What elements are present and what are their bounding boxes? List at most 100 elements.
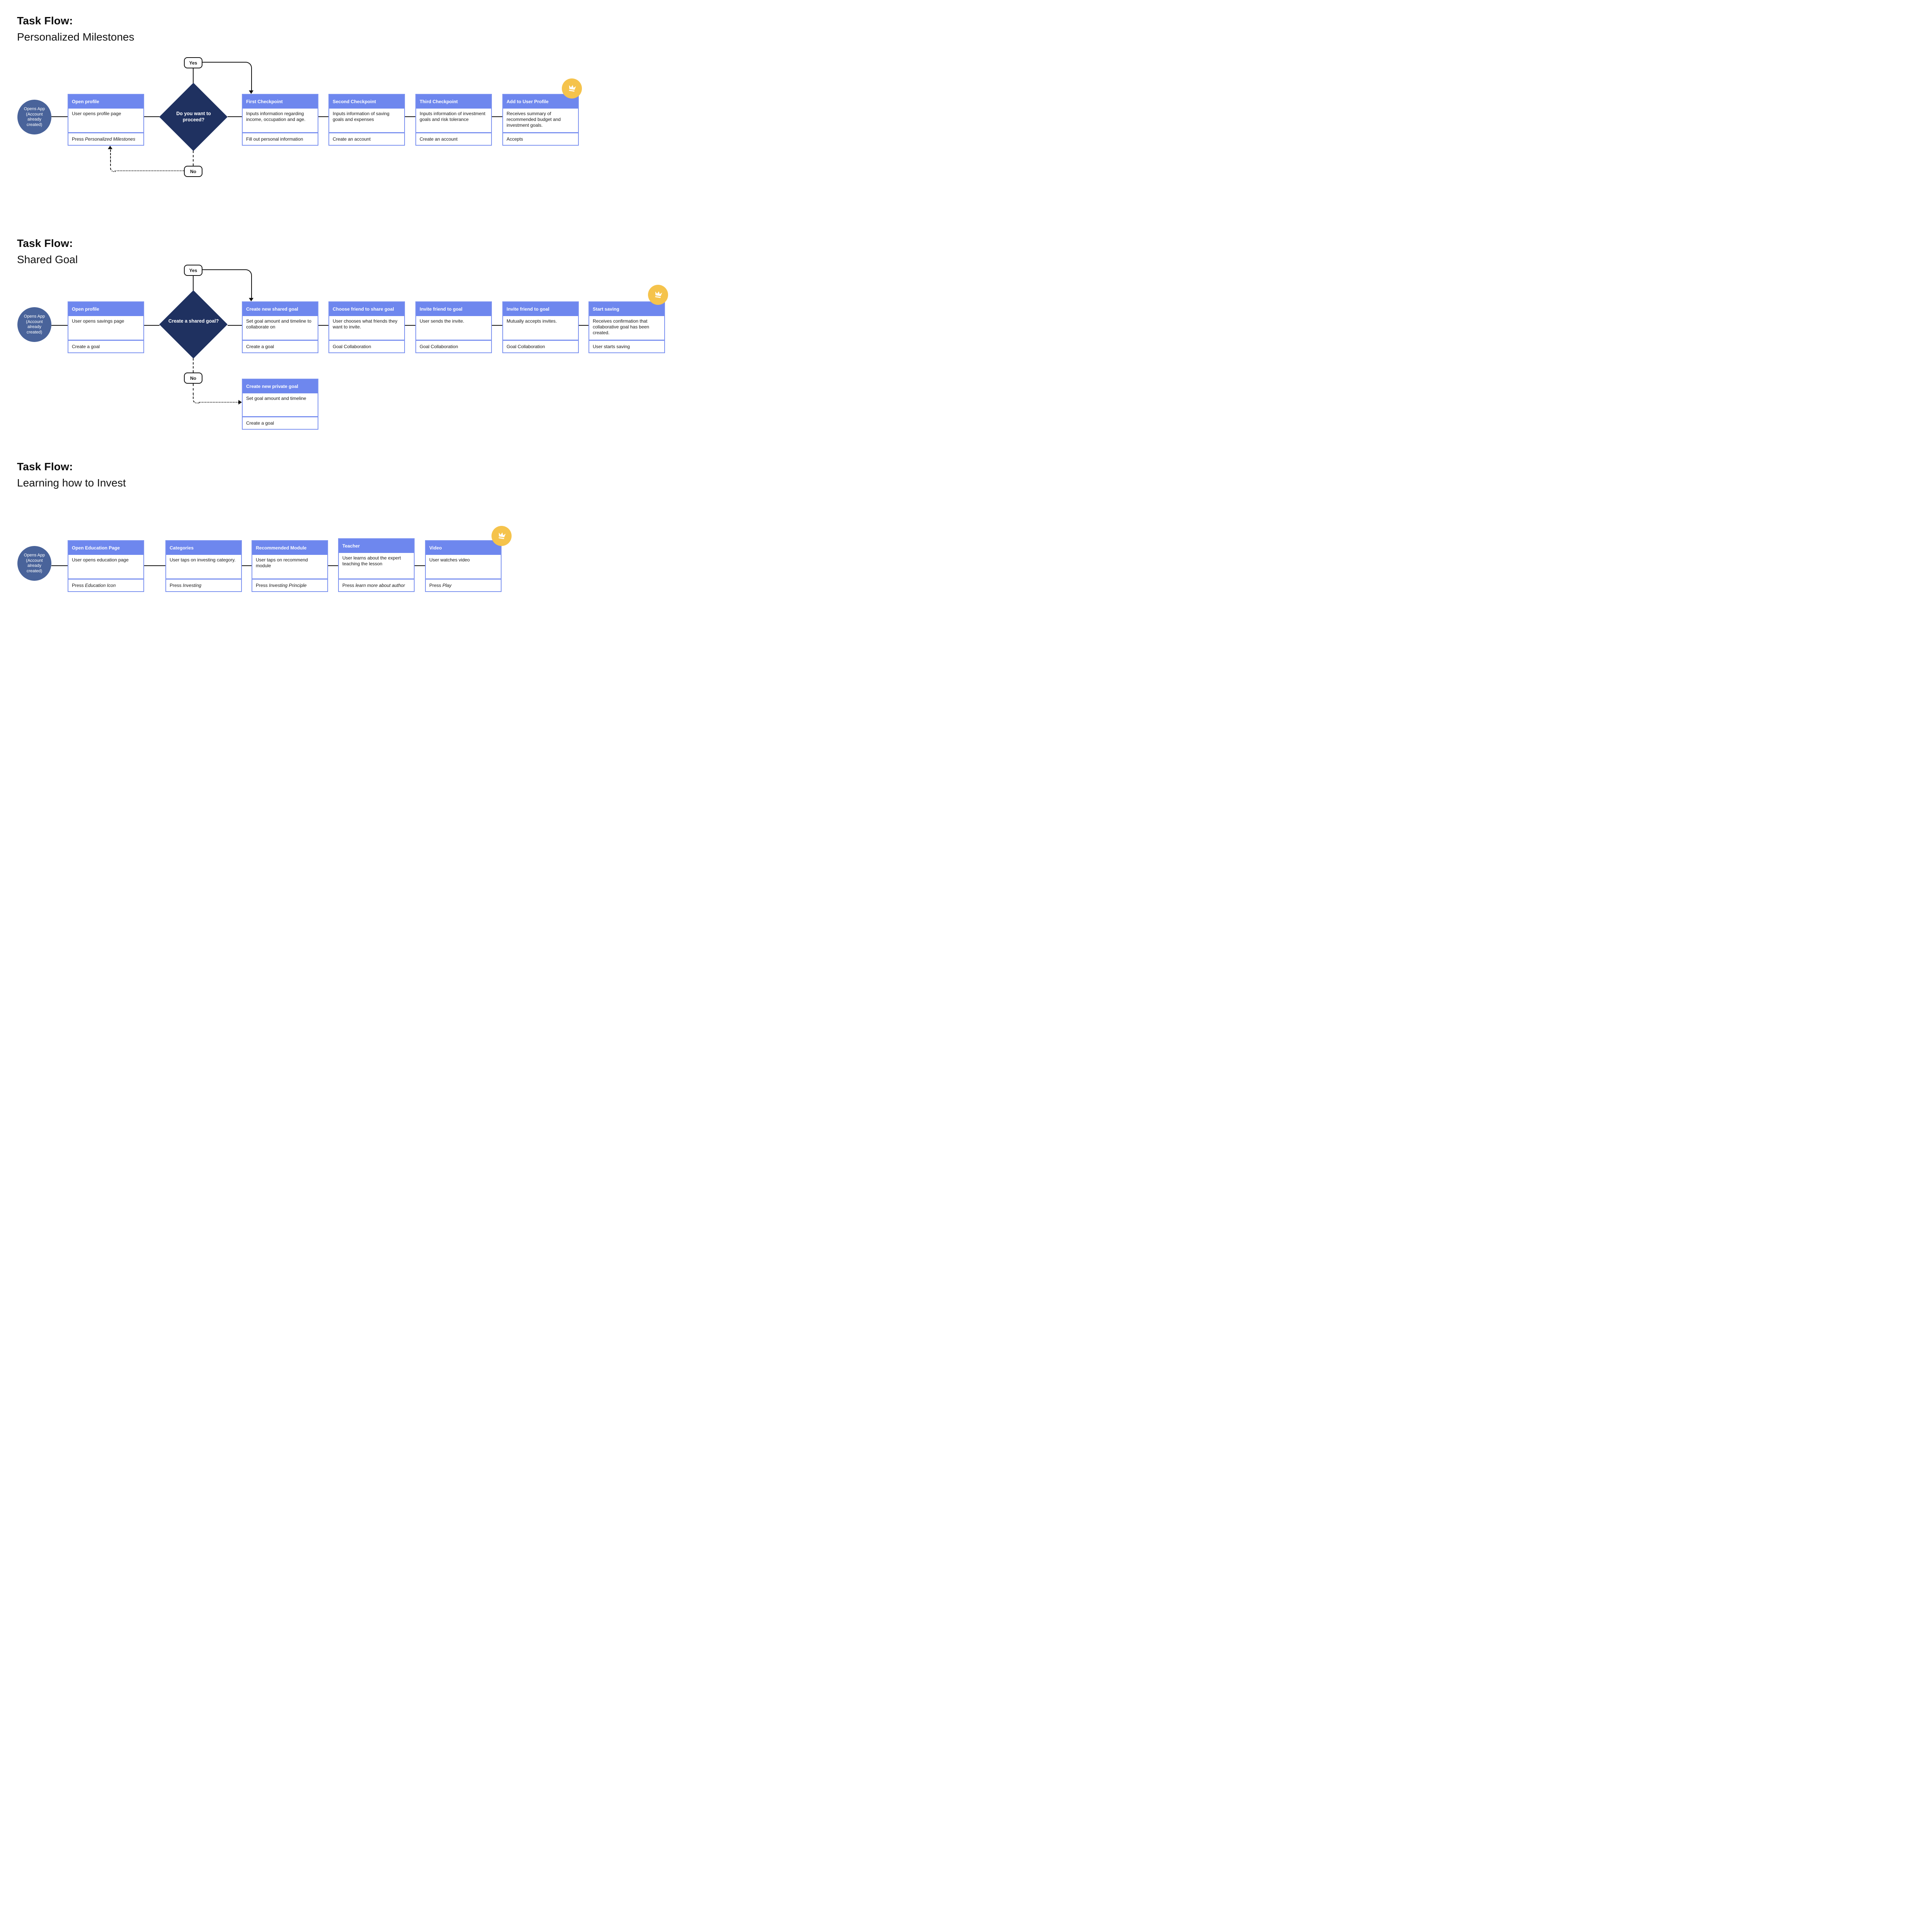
crown-icon [569,85,576,92]
crown-icon [655,291,662,298]
card-body: Set goal amount and timeline [243,393,318,417]
dashed-connector [193,358,194,372]
flow2-card-invite-friend-2: Invite friend to goal Mutually accepts i… [502,301,579,353]
taskflow-diagram-canvas: Task Flow: Personalized Milestones Opens… [0,0,686,620]
connector-line [144,116,160,117]
connector-line [144,565,165,566]
dashed-connector [193,384,194,395]
flow3-title: Task Flow: [17,461,73,473]
flow1-decision-label: Do you want to proceed? [176,111,211,122]
connector-line [492,116,502,117]
card-footer: Press Education Icon [72,583,116,588]
start-node-label: Opens App (Account already created) [24,107,45,127]
connector-line [579,325,588,326]
no-badge: No [184,166,202,177]
dotted-connector [199,402,238,403]
connector-line [318,116,328,117]
card-body: User chooses what friends they want to i… [329,316,404,341]
card-header: Invite friend to goal [503,302,578,316]
card-footer: Create a goal [246,420,274,426]
arrowhead-down-icon [249,90,253,94]
card-footer: Accepts [507,136,523,142]
arrowhead-up-icon [108,146,112,149]
flow3-card-categories: Categories User taps on investing catego… [165,540,242,592]
connector-line [405,116,415,117]
card-body: Receives confirmation that collaborative… [589,316,664,341]
card-body: Inputs information of saving goals and e… [329,109,404,133]
card-footer: Press Investing Principle [256,583,307,588]
card-header: Create new shared goal [243,302,318,316]
dashed-connector [110,150,111,162]
yes-connector-curve [202,62,252,91]
card-footer: Create an account [420,136,458,142]
card-body: User sends the invite. [416,316,491,341]
connector-line [193,276,194,291]
card-header: Third Checkpoint [416,95,491,109]
yes-label: Yes [189,267,197,273]
connector-line [228,325,242,326]
connector-line [242,565,252,566]
yes-connector-curve [202,269,252,299]
card-body: Receives summary of recommended budget a… [503,109,578,133]
flow1-subtitle: Personalized Milestones [17,31,134,43]
flow2-card-create-new-shared-goal: Create new shared goal Set goal amount a… [242,301,318,353]
crown-badge [492,526,512,546]
flow2-card-choose-friend: Choose friend to share goal User chooses… [328,301,405,353]
card-header: Open profile [68,95,143,109]
flow2-subtitle: Shared Goal [17,253,78,265]
card-body: Inputs information regarding income, occ… [243,109,318,133]
card-body: User watches video [426,555,501,580]
card-header: Second Checkpoint [329,95,404,109]
card-header: Categories [166,541,241,555]
card-body: User learns about the expert teaching th… [339,553,414,580]
connector-line [51,116,68,117]
start-node-label: Opens App (Account already created) [24,314,45,335]
flow1-start-node: Opens App (Account already created) [17,100,51,134]
flow1-card-second-checkpoint: Second Checkpoint Inputs information of … [328,94,405,146]
card-footer: Goal Collaboration [507,344,545,349]
card-body: User opens savings page [68,316,143,341]
no-label: No [190,168,196,174]
card-footer: Create a goal [72,344,100,349]
dashed-connector [193,151,194,166]
card-footer: User starts saving [593,344,630,349]
yes-badge: Yes [184,265,202,276]
dotted-connector-corner [193,395,200,403]
card-footer: Press Investing [170,583,202,588]
flow3-start-node: Opens App (Account already created) [17,546,51,581]
flow1-title: Task Flow: [17,15,73,27]
connector-line [228,116,242,117]
connector-line [51,565,68,566]
card-footer: Goal Collaboration [420,344,458,349]
card-body: Set goal amount and timeline to collabor… [243,316,318,341]
card-header: Open profile [68,302,143,316]
card-header: Teacher [339,539,414,553]
card-header: Recommended Module [252,541,327,555]
arrowhead-right-icon [238,400,242,405]
card-body: User taps on investing category. [166,555,241,580]
connector-line [405,325,415,326]
connector-line [51,325,68,326]
card-footer: Fill out personal information [246,136,303,142]
dotted-connector-corner [110,162,116,172]
connector-line [144,325,160,326]
connector-line [193,68,194,83]
card-header: Open Education Page [68,541,143,555]
connector-line [415,565,425,566]
flow3-card-video: Video User watches video Press Play [425,540,502,592]
flow2-decision-diamond [159,290,228,359]
card-footer: Press learn more about author [342,583,405,588]
flow3-card-recommended-module: Recommended Module User taps on recommen… [252,540,328,592]
flow1-card-open-profile: Open profile User opens profile page Pre… [68,94,144,146]
start-node-label: Opens App (Account already created) [24,553,45,573]
flow2-card-open-profile: Open profile User opens savings page Cre… [68,301,144,353]
card-body: Inputs information of investment goals a… [416,109,491,133]
card-header: Invite friend to goal [416,302,491,316]
flow2-card-invite-friend-1: Invite friend to goal User sends the inv… [415,301,492,353]
flow2-start-node: Opens App (Account already created) [17,307,51,342]
flow2-title: Task Flow: [17,237,73,249]
card-body: Mutually accepts invites. [503,316,578,341]
connector-line [328,565,338,566]
card-header: Choose friend to share goal [329,302,404,316]
connector-line [318,325,328,326]
